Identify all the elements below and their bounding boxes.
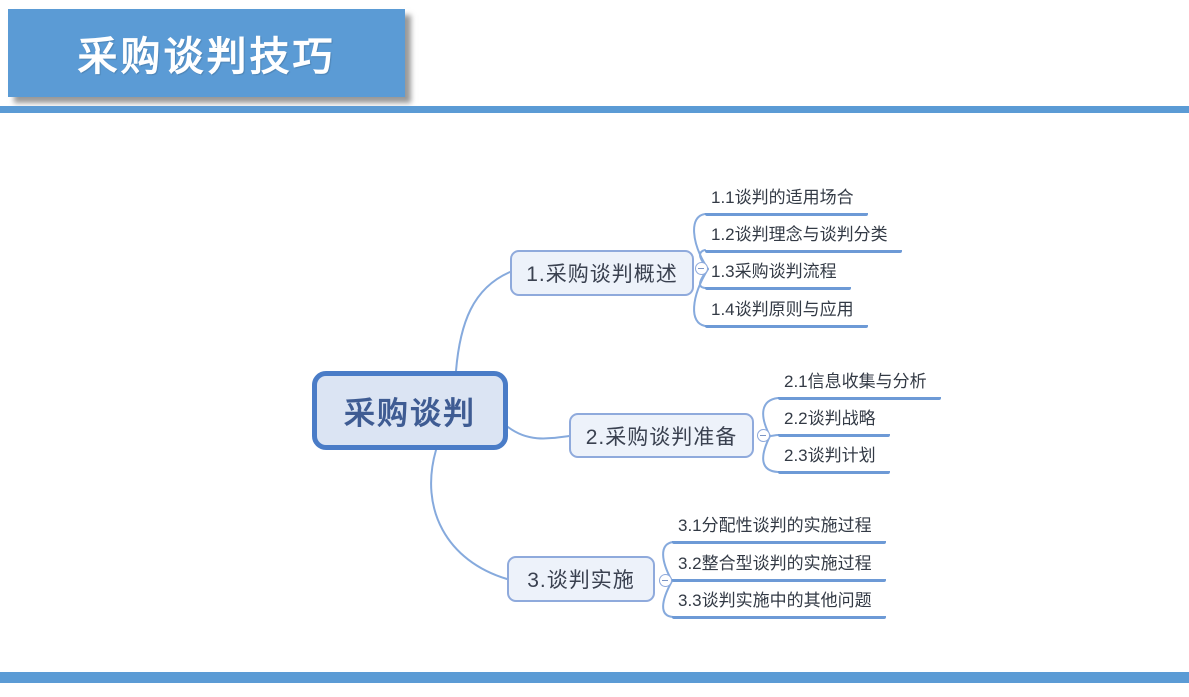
subtopic-item[interactable]: 1.3采购谈判流程 xyxy=(705,262,851,290)
bottom-divider xyxy=(0,672,1189,683)
branch-node[interactable]: 2.采购谈判准备 xyxy=(569,413,754,458)
subtopic-item[interactable]: 3.3谈判实施中的其他问题 xyxy=(672,591,886,619)
subtopic-item[interactable]: 1.4谈判原则与应用 xyxy=(705,300,868,328)
minus-icon xyxy=(698,267,704,269)
collapse-toggle-icon[interactable] xyxy=(695,262,708,275)
page-title: 采购谈判技巧 xyxy=(77,35,336,79)
collapse-toggle-icon[interactable] xyxy=(659,574,672,587)
subtopic-item[interactable]: 1.2谈判理念与谈判分类 xyxy=(705,225,902,253)
subtopic-item[interactable]: 3.2整合型谈判的实施过程 xyxy=(672,554,886,582)
minus-icon xyxy=(662,579,668,581)
subtopic-item[interactable]: 2.3谈判计划 xyxy=(778,446,890,474)
top-divider xyxy=(0,106,1189,113)
subtopic-item[interactable]: 2.1信息收集与分析 xyxy=(778,372,941,400)
mindmap-root-node[interactable]: 采购谈判 xyxy=(312,371,508,450)
subtopic-item[interactable]: 2.2谈判战略 xyxy=(778,409,890,437)
minus-icon xyxy=(760,434,766,436)
title-banner: 采购谈判技巧 xyxy=(8,9,405,97)
branch-node[interactable]: 1.采购谈判概述 xyxy=(510,250,694,296)
subtopic-item[interactable]: 3.1分配性谈判的实施过程 xyxy=(672,516,886,544)
collapse-toggle-icon[interactable] xyxy=(757,429,770,442)
branch-node[interactable]: 3.谈判实施 xyxy=(507,556,655,602)
subtopic-item[interactable]: 1.1谈判的适用场合 xyxy=(705,188,868,216)
